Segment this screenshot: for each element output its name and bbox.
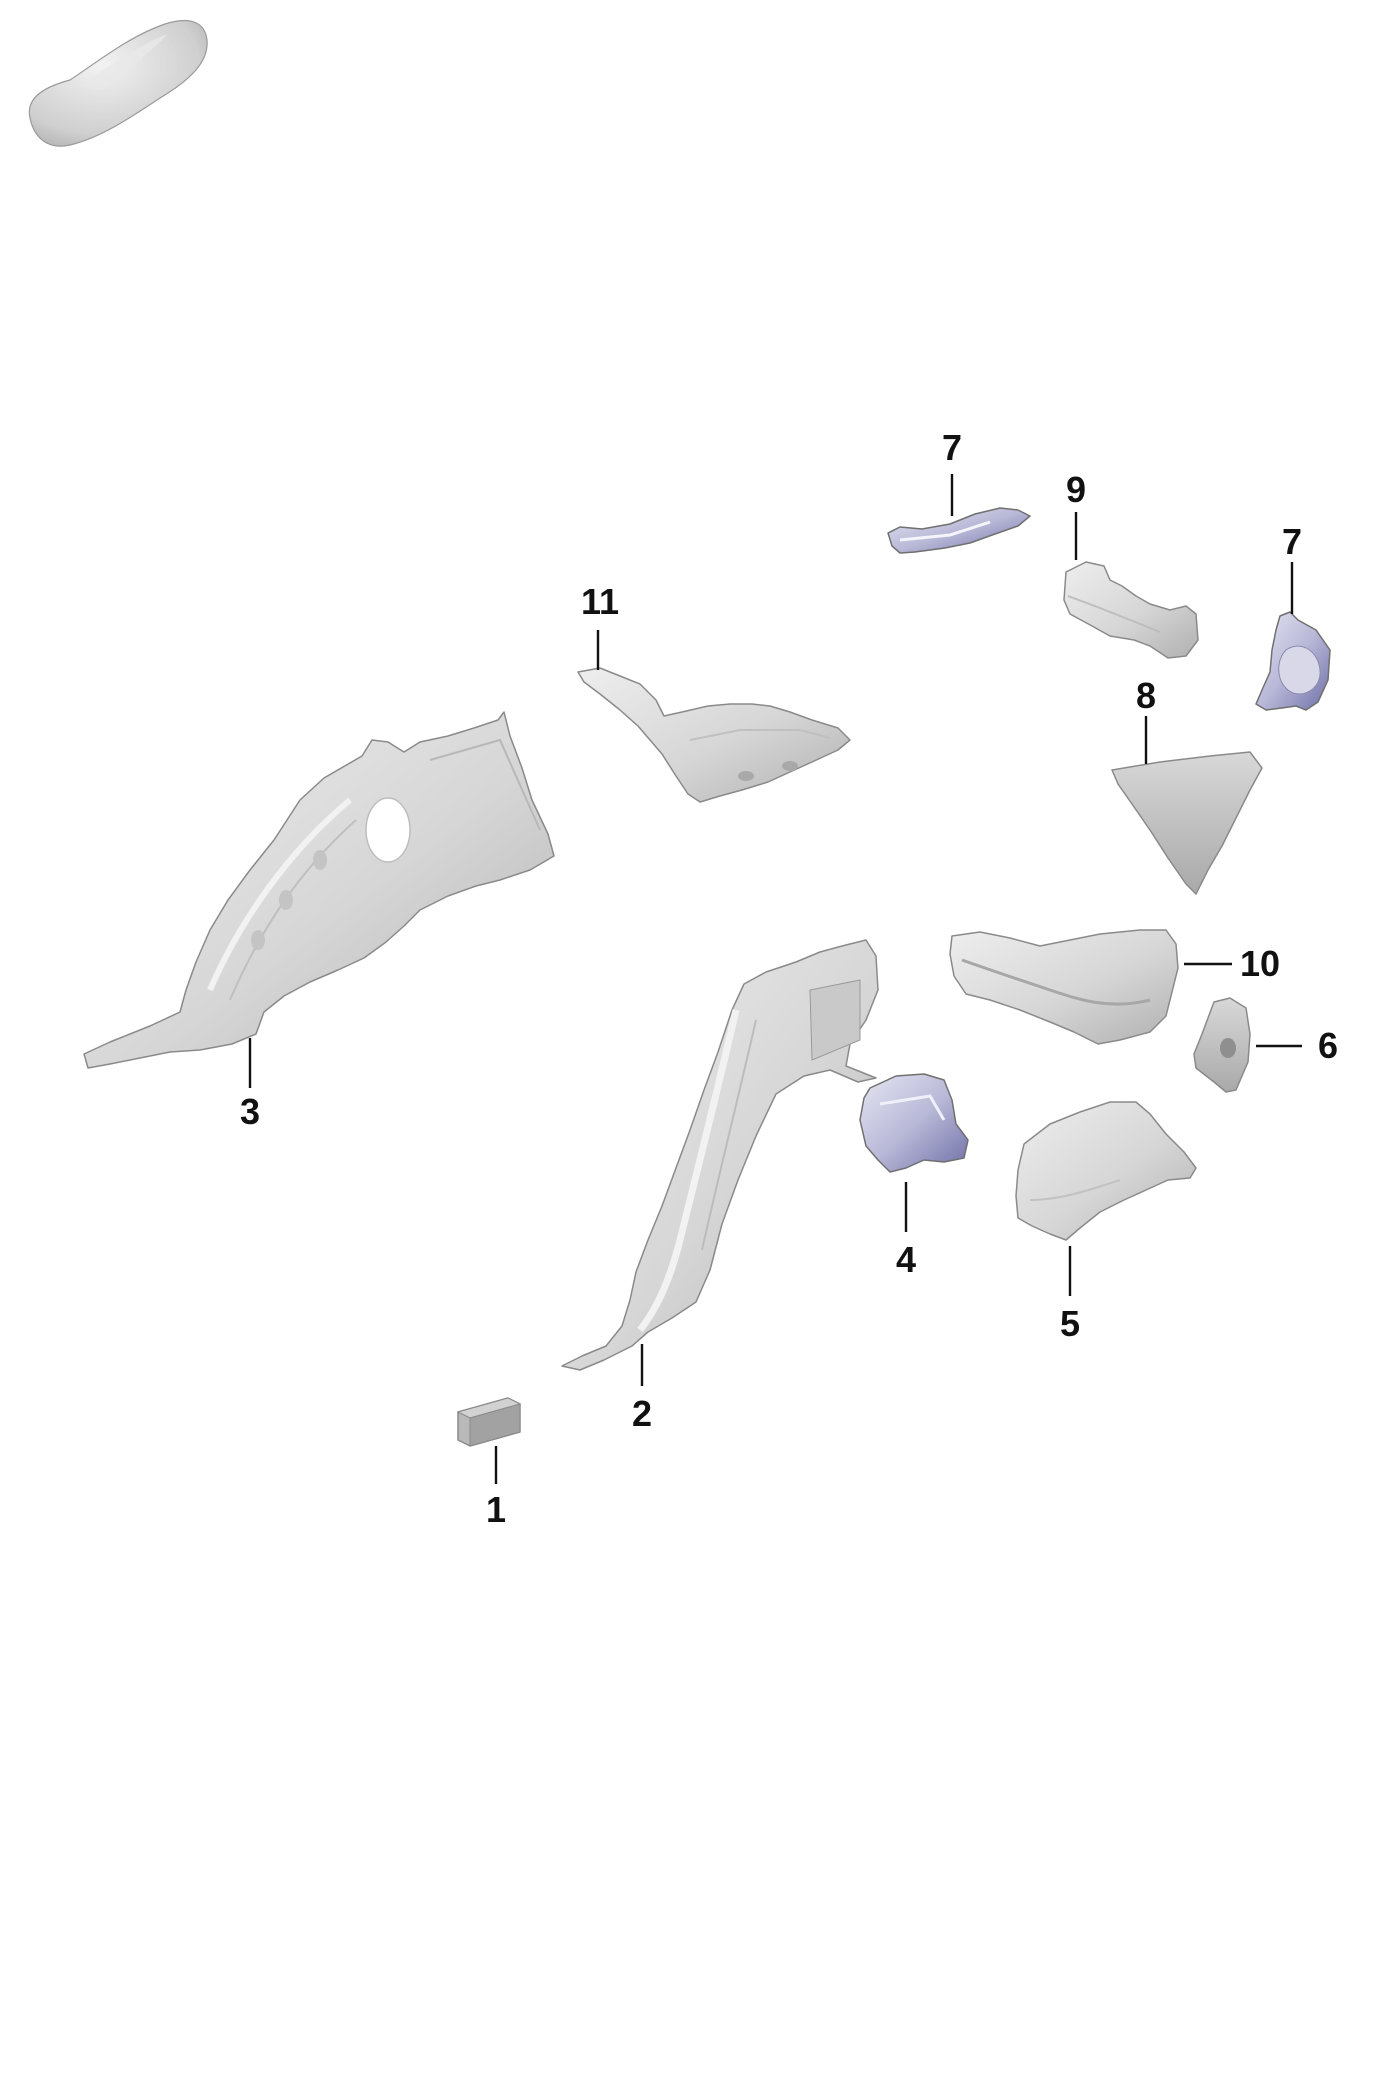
part-1-block [456,1397,522,1447]
part-9-insulator [1063,561,1199,659]
part-7-bracket-top [887,507,1031,554]
part-7-bracket-right [1255,611,1331,711]
callout-10: 10 [1240,943,1280,984]
callout-2: 2 [632,1393,652,1434]
callout-3: 3 [240,1091,260,1132]
part-10-panel [949,929,1179,1045]
callout-5: 5 [1060,1303,1080,1344]
callout-1: 1 [486,1489,506,1530]
part-6-block [1193,997,1251,1093]
leader-lines [248,474,1302,1484]
callout-8: 8 [1136,675,1156,716]
callout-7-top: 7 [942,427,962,468]
callout-4: 4 [896,1239,916,1280]
part-4-bracket [859,1073,969,1173]
callout-9: 9 [1066,469,1086,510]
part-8-panel [1111,751,1263,895]
callout-labels: 1 2 3 4 5 6 7 7 8 9 10 11 [240,427,1338,1530]
part-2-wheel-arch [561,939,879,1371]
callout-7-right: 7 [1282,521,1302,562]
part-5-cover [1015,1101,1197,1241]
part-3-wheel-arch [83,711,555,1069]
car-thumbnail-icon [28,19,208,147]
callout-11: 11 [581,581,619,622]
part-11-panel [577,667,851,803]
callout-6: 6 [1318,1025,1338,1066]
